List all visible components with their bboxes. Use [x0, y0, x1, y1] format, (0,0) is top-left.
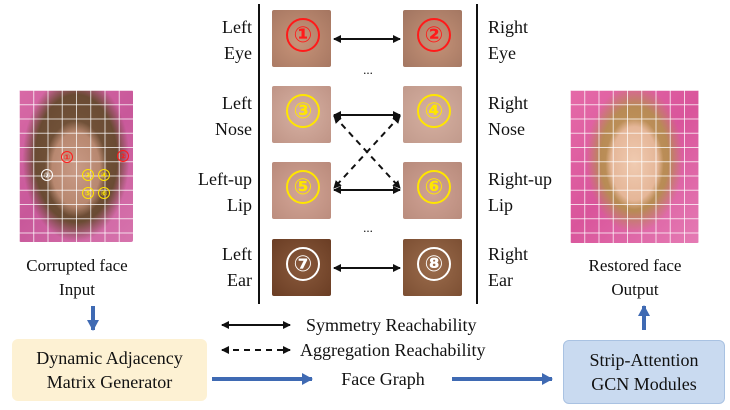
node-1-badge: ①	[286, 18, 320, 52]
node-4-marker: ④	[98, 169, 110, 181]
patch-right-up-lip: ⑥	[403, 162, 462, 219]
adjacency-generator-box: Dynamic Adjacency Matrix Generator	[12, 339, 207, 401]
input-caption-line2: Input	[59, 280, 95, 299]
output-caption: Restored face Output	[565, 254, 705, 302]
generator-line1: Dynamic Adjacency	[36, 348, 183, 368]
generator-line2: Matrix Generator	[46, 372, 173, 392]
gcn-modules-box: Strip-Attention GCN Modules	[563, 340, 725, 404]
input-caption-line1: Corrupted face	[26, 256, 128, 275]
legend-aggregation-label: Aggregation Reachability	[300, 340, 486, 360]
node-3-badge: ③	[286, 94, 320, 128]
legend-symmetry-label: Symmetry Reachability	[306, 315, 477, 335]
ellipsis-bottom: ...	[363, 220, 373, 235]
node-6-marker: ⑥	[98, 187, 110, 199]
node-1-marker: ①	[61, 151, 73, 163]
ellipsis-top: ...	[363, 62, 373, 77]
corrupted-face-image: ① ② ⑦ ⑧ ③ ④ ⑤ ⑥	[19, 90, 133, 242]
gcn-line2: GCN Modules	[591, 374, 697, 394]
node-6-badge: ⑥	[417, 170, 451, 204]
patch-right-nose: ④	[403, 86, 462, 143]
node-2-marker: ②	[117, 150, 129, 162]
node-7-marker: ⑦	[41, 169, 53, 181]
separator-right	[476, 4, 478, 304]
edge-4-5-dashed	[333, 115, 401, 189]
node-5-badge: ⑤	[286, 170, 320, 204]
separator-left	[258, 4, 260, 304]
restored-face-image	[570, 90, 699, 243]
patch-left-up-lip: ⑤	[272, 162, 331, 219]
patch-left-eye: ①	[272, 10, 331, 67]
node-4-badge: ④	[417, 94, 451, 128]
patch-right-eye: ②	[403, 10, 462, 67]
patch-left-nose: ③	[272, 86, 331, 143]
node-8-badge: ⑧	[417, 247, 451, 281]
input-caption: Corrupted face Input	[10, 254, 144, 302]
face-graph-label: Face Graph	[341, 369, 425, 389]
gcn-line1: Strip-Attention	[589, 350, 699, 370]
patch-right-ear: ⑧	[403, 239, 462, 296]
patch-left-ear: ⑦	[272, 239, 331, 296]
node-7-badge: ⑦	[286, 247, 320, 281]
output-caption-line1: Restored face	[588, 256, 682, 275]
output-caption-line2: Output	[611, 280, 659, 299]
node-5-marker: ⑤	[82, 187, 94, 199]
node-2-badge: ②	[417, 18, 451, 52]
node-3-marker: ③	[82, 169, 94, 181]
